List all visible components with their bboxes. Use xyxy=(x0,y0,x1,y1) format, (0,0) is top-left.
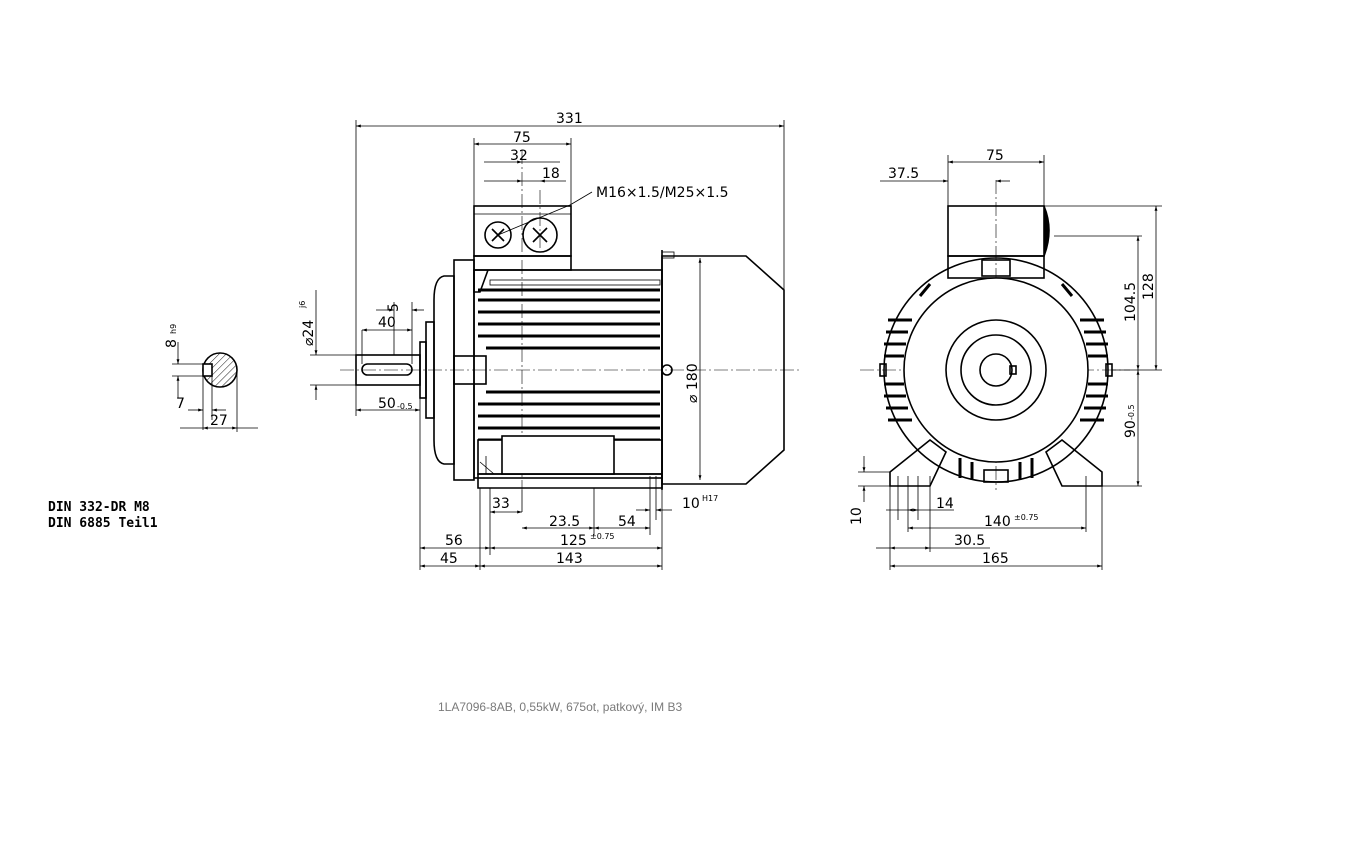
dim-shaft-5: 5 xyxy=(386,303,402,312)
dim-shaft-40: 40 xyxy=(378,315,396,331)
dim-shaft-dia: ⌀24 xyxy=(301,320,317,346)
cooling-fins-side xyxy=(478,288,660,442)
dim-125: 125 xyxy=(560,533,587,549)
dim-23-5: 23.5 xyxy=(549,514,580,530)
dim-key-8: 8 xyxy=(164,339,180,348)
dim-foot-10: 10 xyxy=(849,507,865,525)
dim-143: 143 xyxy=(556,551,583,567)
dim-shaft-50: 50 xyxy=(378,396,396,412)
side-view-dimensions: 331 75 32 18 M16×1.5/M25×1.5 5 40 50 -0.… xyxy=(298,111,785,570)
dim-body-dia: ⌀ 180 xyxy=(685,363,701,403)
dim-box-18: 18 xyxy=(542,166,560,182)
drawing-caption: 1LA7096-8AB, 0,55kW, 675ot, patkový, IM … xyxy=(438,700,682,714)
dim-125-tol: ±0.75 xyxy=(590,532,615,541)
thread-callout: M16×1.5/M25×1.5 xyxy=(596,185,729,201)
dim-331: 331 xyxy=(556,111,583,127)
din-note-1: DIN 332-DR M8 xyxy=(48,500,150,515)
dim-10: 10 xyxy=(682,496,700,512)
dim-33: 33 xyxy=(492,496,510,512)
dim-foot-165: 165 xyxy=(982,551,1009,567)
dim-box-32: 32 xyxy=(510,148,528,164)
cooling-fins-front xyxy=(884,283,1108,480)
dim-foot-14: 14 xyxy=(936,496,954,512)
dim-foot-140: 140 xyxy=(984,514,1011,530)
dim-shaft-50-tol: -0.5 xyxy=(397,402,413,411)
din-note-2: DIN 6885 Teil1 xyxy=(48,516,158,531)
dim-foot-30-5: 30.5 xyxy=(954,533,985,549)
dim-90: 90 xyxy=(1123,420,1139,438)
dim-box-75: 75 xyxy=(513,130,531,146)
motor-front-view xyxy=(860,180,1130,490)
dim-128: 128 xyxy=(1141,273,1157,300)
dim-foot-140-tol: ±0.75 xyxy=(1014,513,1039,522)
dim-key-8-tol: h9 xyxy=(169,324,178,334)
dim-key-27: 27 xyxy=(210,413,228,429)
dim-56: 56 xyxy=(445,533,463,549)
front-view-dimensions: 75 37.5 104.5 128 90 -0.5 10 14 140 ±0.7… xyxy=(849,148,1162,570)
dim-10-tol: H17 xyxy=(702,494,718,503)
dim-45: 45 xyxy=(440,551,458,567)
dim-key-7: 7 xyxy=(176,396,185,412)
dim-104-5: 104.5 xyxy=(1123,282,1139,322)
motor-side-view xyxy=(340,150,800,490)
dim-90-tol: -0.5 xyxy=(1127,404,1136,420)
dim-shaft-dia-tol: j6 xyxy=(298,301,307,309)
dim-front-75: 75 xyxy=(986,148,1004,164)
dim-front-37-5: 37.5 xyxy=(888,166,919,182)
dim-54: 54 xyxy=(618,514,636,530)
shaft-key-section: 8 h9 7 27 xyxy=(164,324,258,432)
